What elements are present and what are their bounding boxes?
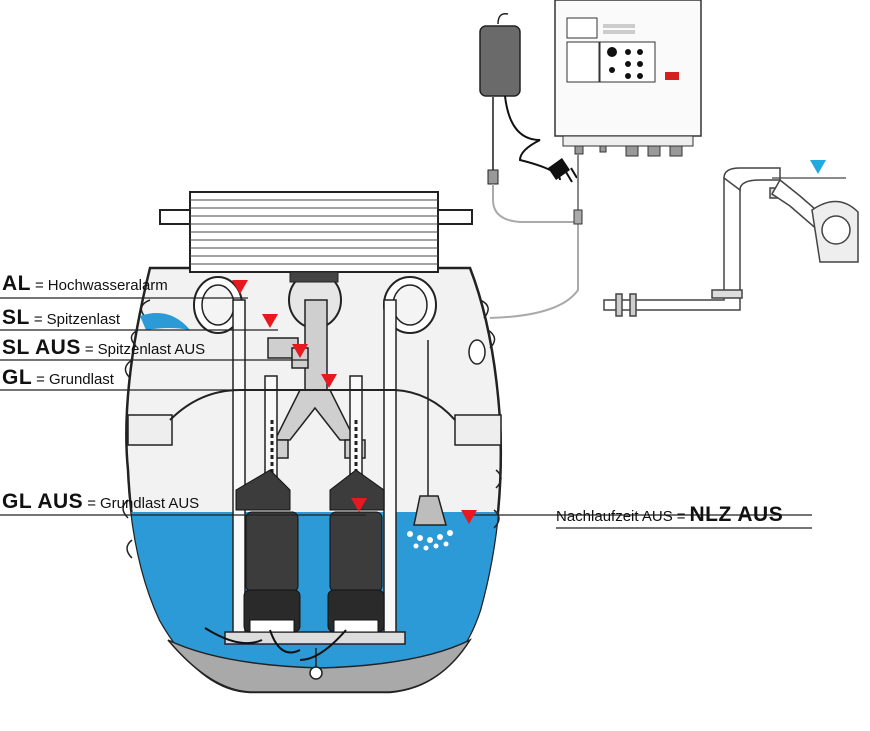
inlet-openings — [140, 271, 437, 334]
label-gl-aus: GL AUS=Grundlast AUS — [2, 490, 199, 514]
label-sl-aus: SL AUS=Spitzenlast AUS — [2, 336, 205, 360]
label-al-eq: = — [35, 277, 44, 294]
tank-cable — [489, 222, 579, 319]
label-nlz-eq: = — [676, 508, 686, 525]
label-gl-text: Grundlast — [48, 371, 114, 388]
pump-chains — [270, 420, 358, 510]
label-al-code: AL — [2, 272, 31, 295]
pump-right — [327, 469, 385, 633]
triangle-down-icon — [461, 510, 477, 524]
label-sl-text: Spitzenlast — [46, 311, 120, 328]
label-sl-eq: = — [33, 311, 43, 328]
label-al-text: Hochwasseralarm — [47, 277, 168, 294]
label-gl-aus-eq: = — [87, 495, 96, 512]
triangle-down-icon — [292, 344, 308, 358]
level-markers — [232, 280, 477, 524]
triangle-down-icon — [810, 160, 826, 174]
discharge-pipe — [603, 160, 859, 317]
label-sl-aus-eq: = — [84, 341, 94, 358]
pump-left — [235, 469, 301, 633]
label-gl-code: GL — [2, 366, 33, 389]
label-sl-aus-text: Spitzenlast AUS — [97, 341, 206, 358]
power-adapter — [479, 12, 578, 223]
label-sl-code: SL — [2, 306, 30, 329]
label-nlz-text: Nachlaufzeit AUS — [556, 508, 673, 525]
triangle-down-icon — [351, 498, 367, 512]
label-sl: SL=Spitzenlast — [2, 306, 120, 330]
label-nlz-aus: Nachlaufzeit AUS=NLZ AUS — [556, 503, 783, 527]
control-box — [554, 0, 702, 225]
tank-shell — [122, 266, 503, 694]
triangle-down-icon — [232, 280, 248, 294]
label-nlz-code: NLZ AUS — [689, 503, 784, 526]
label-gl-eq: = — [36, 371, 45, 388]
triangle-down-icon — [262, 314, 278, 328]
triangle-down-icon — [321, 374, 337, 388]
label-gl-aus-code: GL AUS — [2, 490, 84, 513]
label-gl-aus-text: Grundlast AUS — [99, 495, 200, 512]
label-gl: GL=Grundlast — [2, 366, 114, 390]
level-lines — [0, 297, 812, 529]
float-switch — [407, 340, 453, 551]
label-sl-aus-code: SL AUS — [2, 336, 81, 359]
label-al: AL=Hochwasseralarm — [2, 272, 168, 296]
tank-cover — [159, 191, 473, 273]
